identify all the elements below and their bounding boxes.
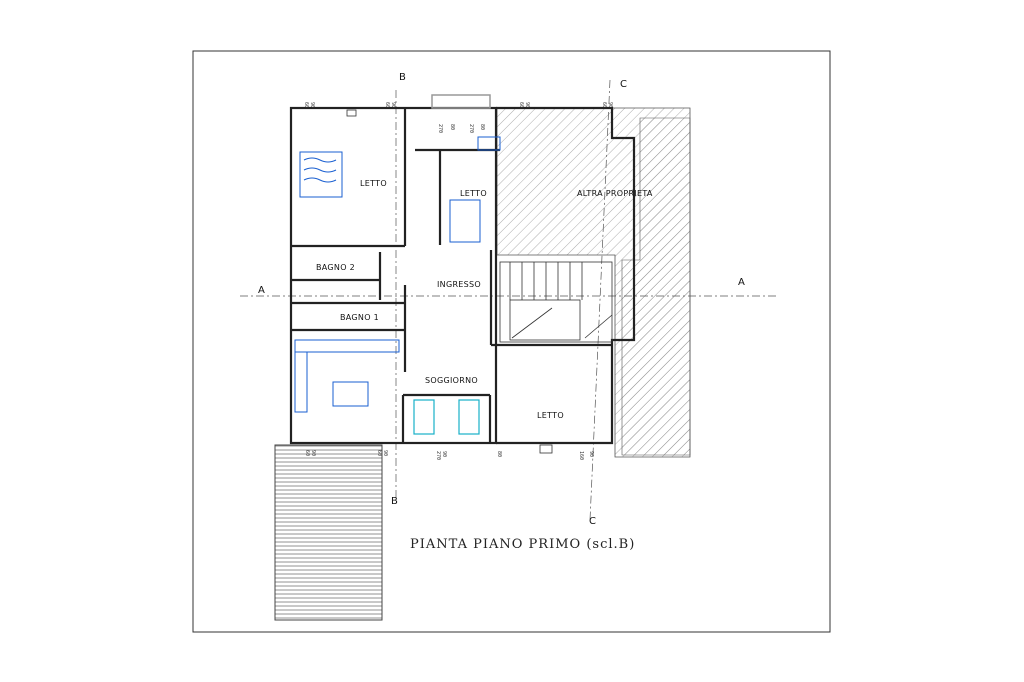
- dimension-bottom-6: 90: [441, 451, 447, 457]
- section-marker-c-top: C: [620, 79, 627, 90]
- dimension-top-3: 60: [384, 102, 390, 108]
- dimension-top-1: 60: [303, 102, 309, 108]
- dimension-bottom-8: 160: [578, 451, 584, 460]
- window-frame: [431, 94, 491, 109]
- room-label-bagno-1: BAGNO 1: [340, 313, 379, 322]
- drawing-frame: [192, 50, 831, 633]
- room-label-letto-3: LETTO: [537, 411, 564, 420]
- section-lines: [240, 79, 778, 521]
- other-property-area: [496, 107, 691, 458]
- dimension-top-7: 60: [601, 102, 607, 108]
- section-marker-b-top: B: [399, 72, 406, 83]
- dimension-door-4: 80: [479, 124, 485, 130]
- section-marker-c-bottom: C: [589, 516, 596, 527]
- dimension-bottom-7: 80: [496, 451, 502, 457]
- room-label-altra-proprieta: ALTRA PROPRIETA: [577, 189, 653, 198]
- dimension-bottom-1: 60: [304, 450, 310, 456]
- section-marker-b-bottom: B: [391, 496, 398, 507]
- dimension-top-5: 60: [518, 102, 524, 108]
- dimension-bottom-4: 90: [382, 450, 388, 456]
- dimension-bottom-5: 270: [435, 451, 441, 460]
- section-marker-a-left: A: [258, 285, 265, 296]
- room-label-bagno-2: BAGNO 2: [316, 263, 355, 272]
- dimension-bottom-3: 60: [376, 450, 382, 456]
- drawing-title: PIANTA PIANO PRIMO (scl.B): [410, 537, 635, 552]
- dimension-door-3: 270: [468, 124, 474, 133]
- section-marker-a-right: A: [738, 277, 745, 288]
- staircase: [499, 261, 613, 343]
- dimension-door-1: 270: [437, 124, 443, 133]
- room-label-soggiorno: SOGGIORNO: [425, 376, 478, 385]
- room-label-letto-1: LETTO: [360, 179, 387, 188]
- dimension-top-2: 90: [309, 102, 315, 108]
- room-label-ingresso: INGRESSO: [437, 280, 481, 289]
- dimension-top-8: 90: [607, 102, 613, 108]
- dimension-door-2: 80: [449, 124, 455, 130]
- furniture: [294, 109, 553, 454]
- balcony-deck: [274, 444, 383, 621]
- dimension-top-4: 90: [390, 102, 396, 108]
- room-label-letto-2: LETTO: [460, 189, 487, 198]
- dimension-bottom-2: 90: [310, 450, 316, 456]
- walls: [289, 106, 636, 445]
- dimension-bottom-9: 90: [588, 451, 594, 457]
- dimension-top-6: 90: [524, 102, 530, 108]
